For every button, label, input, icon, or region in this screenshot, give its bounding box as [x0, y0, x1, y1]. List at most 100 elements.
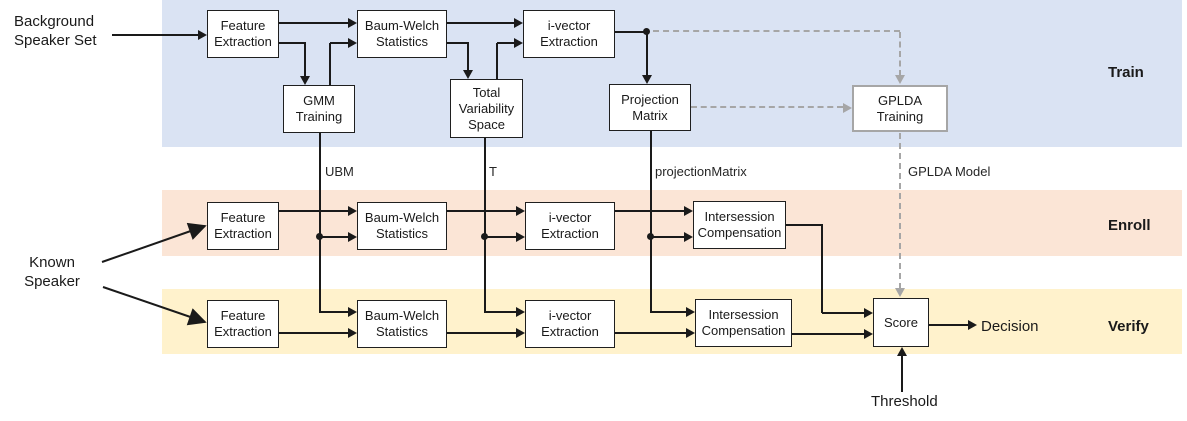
arrowhead-enrolliv-to-ic	[684, 206, 693, 216]
edge-enrollic-to-score-seg3	[822, 312, 865, 314]
arrowhead-enrollic-to-score	[864, 308, 873, 318]
threshold-label: Threshold	[871, 393, 938, 410]
edge-trainfe-to-bw-top	[279, 22, 349, 24]
arrowhead-trainbw-to-iv-top	[514, 18, 523, 28]
node-gmm-training: GMM Training	[283, 85, 355, 133]
edge-junction-to-gplda-seg1-dashed	[653, 30, 900, 32]
edge-knownspeaker-to-enrollfe	[101, 222, 207, 263]
gplda-model-edge-label: GPLDA Model	[908, 164, 991, 179]
node-verify-baum-welch-statistics: Baum-Welch Statistics	[357, 300, 447, 348]
arrowhead-verifyiv-to-ic	[686, 328, 695, 338]
node-train-feature-extraction: Feature Extraction	[207, 10, 279, 58]
enroll-lane-label: Enroll	[1108, 217, 1151, 234]
background-speaker-set-label: Background Speaker Set	[14, 13, 97, 49]
edge-score-to-decision	[929, 324, 969, 326]
edge-ubm-to-enrollbw	[320, 236, 349, 238]
junction-t-enroll	[481, 233, 488, 240]
node-enroll-baum-welch-statistics: Baum-Welch Statistics	[357, 202, 447, 250]
edge-enrollbw-to-iv	[447, 210, 517, 212]
edge-verifybw-to-iv	[447, 332, 517, 334]
edge-enrollic-out-seg2	[821, 224, 823, 313]
edge-trainbw-to-tvs-seg1	[447, 42, 469, 44]
arrowhead-threshold-to-score	[897, 347, 907, 356]
edge-gmm-down-ubm	[319, 133, 321, 313]
arrowhead-verifybw-to-iv	[516, 328, 525, 338]
edge-tvs-down-t	[484, 138, 486, 313]
edge-junction-to-pm	[646, 32, 648, 76]
arrowhead-ubm-to-enrollbw	[348, 232, 357, 242]
arrowhead-bss-to-fe	[198, 30, 207, 40]
edge-verifyiv-to-ic	[615, 332, 687, 334]
node-verify-ivector-extraction: i-vector Extraction	[525, 300, 615, 348]
arrowhead-pm-to-enrollic	[684, 232, 693, 242]
ubm-edge-label: UBM	[325, 164, 354, 179]
edge-gplda-to-score-dashed	[899, 133, 901, 289]
edge-verifyic-to-score	[792, 333, 865, 335]
edge-trainfe-to-gmm-seg2	[304, 43, 306, 77]
arrowhead-gplda-to-score-dashed	[895, 288, 905, 297]
edge-verifyfe-to-bw	[279, 332, 349, 334]
edge-knownspeaker-to-verifyfe	[102, 286, 207, 326]
edge-tvs-to-iv-seg1	[496, 43, 498, 80]
edge-bss-to-fe	[112, 34, 199, 36]
edge-pm-to-gplda-dashed	[691, 106, 843, 108]
junction-trainiv-output	[643, 28, 650, 35]
projection-matrix-edge-label: projectionMatrix	[655, 164, 747, 179]
arrowhead-trainfe-to-bw-top	[348, 18, 357, 28]
edge-gmm-to-bw-seg1	[329, 43, 331, 85]
arrowhead-ubm-to-verifybw	[348, 307, 357, 317]
edge-junction-to-gplda-seg2-dashed	[899, 32, 901, 76]
node-total-variability-space: Total Variability Space	[450, 79, 523, 138]
t-edge-label: T	[489, 164, 497, 179]
node-verify-intersession-compensation: Intersession Compensation	[695, 299, 792, 347]
edge-ubm-to-verifybw	[320, 311, 349, 313]
known-speaker-label: Known Speaker	[24, 254, 80, 290]
node-enroll-intersession-compensation: Intersession Compensation	[693, 201, 786, 249]
enroll-band	[162, 190, 1182, 256]
arrowhead-ivector-to-gplda-dashed	[895, 75, 905, 84]
edge-t-to-enrolliv	[485, 236, 517, 238]
node-projection-matrix: Projection Matrix	[609, 84, 691, 131]
verify-band	[162, 289, 1182, 354]
train-lane-label: Train	[1108, 64, 1144, 81]
edge-enrollfe-to-bw	[279, 210, 349, 212]
arrowhead-score-to-decision	[968, 320, 977, 330]
arrowhead-t-to-verifyiv	[516, 307, 525, 317]
arrowhead-tvs-to-iv	[514, 38, 523, 48]
arrowhead-trainfe-to-gmm	[300, 76, 310, 85]
edge-trainfe-to-gmm-seg1	[279, 42, 306, 44]
edge-trainbw-to-iv-top	[447, 22, 515, 24]
arrowhead-gmm-to-bw	[348, 38, 357, 48]
node-verify-feature-extraction: Feature Extraction	[207, 300, 279, 348]
node-enroll-feature-extraction: Feature Extraction	[207, 202, 279, 250]
node-train-ivector-extraction: i-vector Extraction	[523, 10, 615, 58]
arrowhead-pm-to-gplda-dashed	[843, 103, 852, 113]
junction-ubm-enroll	[316, 233, 323, 240]
edge-pm-to-verifyic	[651, 311, 687, 313]
verify-lane-label: Verify	[1108, 318, 1149, 335]
arrowhead-trainbw-to-tvs	[463, 70, 473, 79]
edge-t-to-verifyiv	[485, 311, 517, 313]
decision-label: Decision	[981, 318, 1039, 335]
arrowhead-junction-to-pm	[642, 75, 652, 84]
edge-tvs-to-iv-seg2	[497, 42, 515, 44]
edge-trainbw-to-tvs-seg2	[467, 43, 469, 71]
node-gplda-training: GPLDA Training	[852, 85, 948, 132]
arrowhead-verifyfe-to-bw	[348, 328, 357, 338]
edge-trainiv-to-junction	[615, 31, 648, 33]
node-train-baum-welch-statistics: Baum-Welch Statistics	[357, 10, 447, 58]
arrowhead-pm-to-verifyic	[686, 307, 695, 317]
edge-threshold-to-score	[901, 356, 903, 392]
edge-pm-to-enrollic	[651, 236, 685, 238]
arrowhead-t-to-enrolliv	[516, 232, 525, 242]
junction-projmatrix-enroll	[647, 233, 654, 240]
node-enroll-ivector-extraction: i-vector Extraction	[525, 202, 615, 250]
arrowhead-verifyic-to-score	[864, 329, 873, 339]
arrowhead-enrollbw-to-iv	[516, 206, 525, 216]
arrowhead-enrollfe-to-bw	[348, 206, 357, 216]
edge-pm-down-projmatrix	[650, 131, 652, 313]
edge-enrollic-out-seg1	[786, 224, 823, 226]
edge-gmm-to-bw-seg2	[330, 42, 349, 44]
